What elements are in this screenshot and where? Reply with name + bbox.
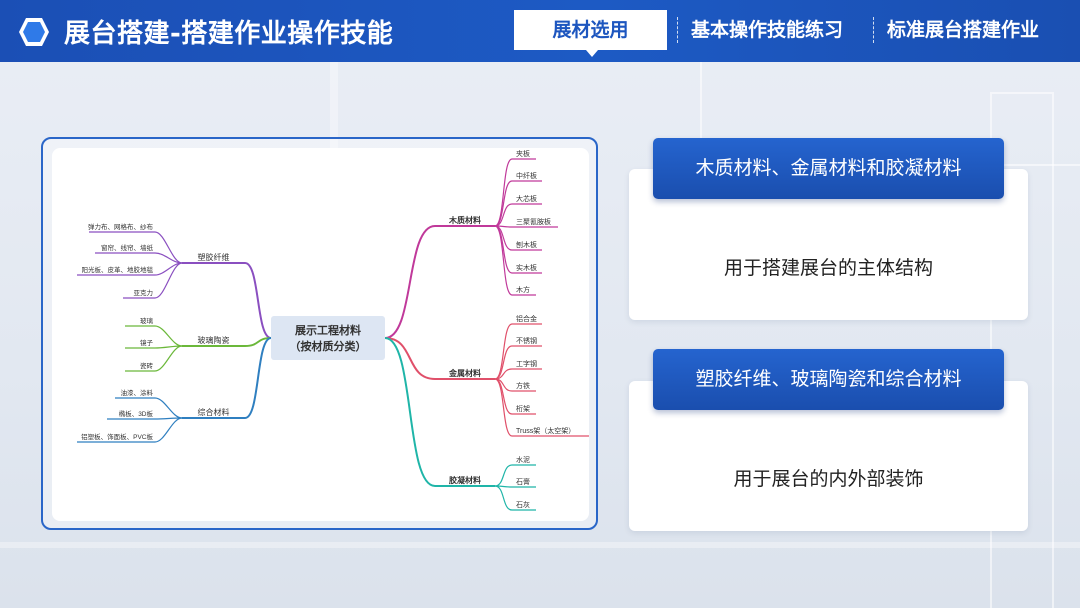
metal-trunk-link (385, 338, 435, 379)
gel-leaf-link (495, 486, 512, 510)
wood-trunk-link (385, 226, 435, 338)
metal-leaf-link (495, 379, 512, 436)
gel-branch-label: 胶凝材料 (449, 475, 481, 485)
composite-leaf-label: 铝塑板、饰面板、PVC板 (81, 432, 153, 441)
top-header-bar: 展台搭建-搭建作业操作技能 展材选用 基本操作技能练习 标准展台搭建作业 (0, 0, 1080, 62)
tab-standard-booth[interactable]: 标准展台搭建作业 (887, 10, 1057, 50)
wood-leaf-label: 刨木板 (516, 240, 537, 249)
card-title-structure: 木质材料、金属材料和胶凝材料 (653, 138, 1004, 199)
metal-leaf-label: 工字钢 (516, 359, 537, 368)
wood-leaf-label: 木方 (516, 285, 530, 294)
wood-leaf-label: 夹板 (516, 149, 530, 158)
wood-leaf-link (495, 204, 512, 226)
card-text-decoration: 用于展台的内外部装饰 (629, 464, 1028, 491)
metal-leaf-label: 桁架 (516, 404, 530, 413)
plastic-trunk-link (245, 263, 271, 338)
metal-leaf-link (495, 324, 512, 379)
glass-leaf-label: 镜子 (140, 338, 154, 347)
composite-branch-label: 综合材料 (198, 407, 230, 417)
plastic-leaf-label: 弹力布、网格布、纱布 (88, 222, 154, 231)
plastic-leaf-link (155, 263, 182, 298)
hexagon-icon (18, 17, 50, 47)
tab-divider (873, 17, 875, 43)
wood-branch-label: 木质材料 (448, 215, 481, 225)
glass-leaf-link (155, 346, 182, 371)
tab-divider (677, 17, 679, 43)
glass-leaf-label: 玻璃 (140, 316, 154, 325)
mindmap-root-box (271, 316, 385, 360)
plastic-leaf-label: 阳光板、皮革、地胶地毯 (82, 265, 154, 274)
page-title: 展台搭建-搭建作业操作技能 (64, 13, 393, 50)
card-title-decoration: 塑胶纤维、玻璃陶瓷和综合材料 (653, 349, 1004, 410)
composite-leaf-link (155, 418, 182, 442)
composite-trunk-link (245, 338, 271, 418)
wood-leaf-label: 三聚氰胺板 (516, 217, 551, 226)
mindmap-root-line1: 展示工程材料 (294, 323, 361, 337)
glass-leaf-link (155, 326, 182, 346)
gel-leaf-label: 水泥 (516, 455, 530, 464)
wood-leaf-label: 实木板 (516, 263, 537, 272)
metal-leaf-label: Truss架（太空架） (516, 426, 575, 435)
wood-leaf-label: 大芯板 (516, 194, 537, 203)
metal-branch-label: 金属材料 (448, 368, 481, 378)
nav-tabs: 展材选用 基本操作技能练习 标准展台搭建作业 (514, 10, 1057, 50)
glass-branch-label: 玻璃陶瓷 (198, 335, 230, 345)
tab-basic-skills[interactable]: 基本操作技能练习 (691, 10, 863, 50)
gel-leaf-label: 石膏 (516, 477, 530, 486)
glass-leaf-label: 瓷砖 (140, 361, 154, 370)
plastic-leaf-label: 窗帘、线帘、墙纸 (101, 243, 154, 252)
wood-leaf-label: 中纤板 (516, 171, 537, 180)
metal-leaf-label: 不锈钢 (516, 336, 537, 345)
plastic-branch-label: 塑胶纤维 (198, 252, 230, 262)
mindmap-root-line2: （按材质分类） (290, 339, 367, 353)
metal-leaf-label: 铝合金 (516, 314, 537, 323)
gel-leaf-link (495, 465, 512, 486)
composite-leaf-link (155, 398, 182, 418)
composite-leaf-label: 椭板、3D板 (119, 409, 154, 418)
plastic-leaf-label: 亚克力 (134, 288, 154, 297)
tab-material-selection[interactable]: 展材选用 (514, 10, 667, 50)
composite-leaf-label: 油漆、涂料 (121, 388, 154, 397)
gel-leaf-label: 石灰 (516, 500, 530, 509)
metal-leaf-label: 方铁 (516, 381, 530, 390)
card-text-structure: 用于搭建展台的主体结构 (629, 253, 1028, 280)
